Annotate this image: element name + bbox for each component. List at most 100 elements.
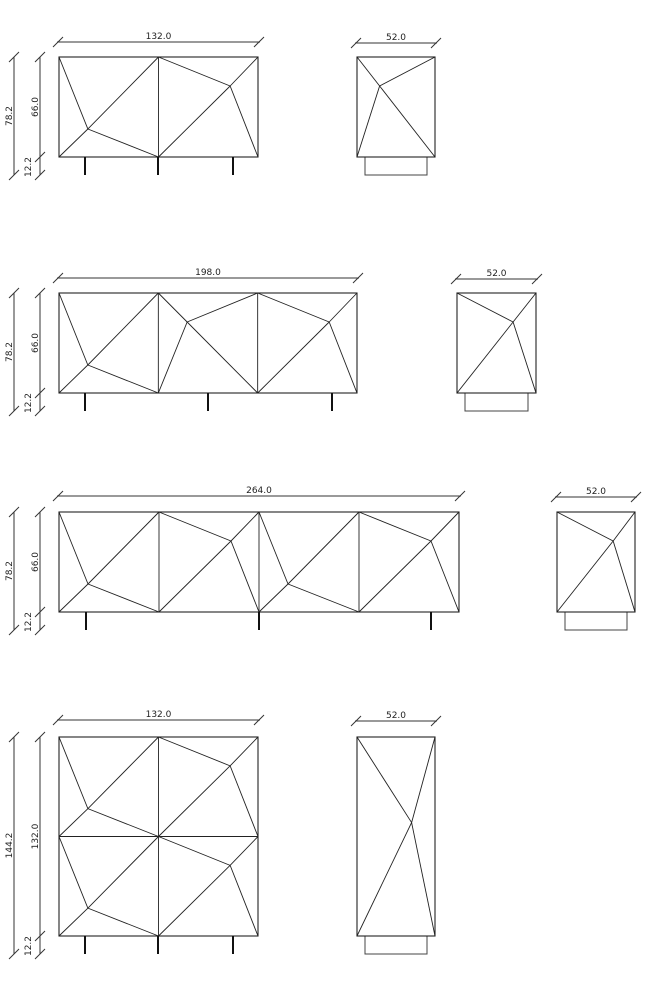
side-facet-line [411,822,436,937]
dimension-label: 78.2 [5,561,15,581]
door-facet-line [158,736,231,767]
door-facet-line [87,907,159,937]
dimension-tick [253,714,265,726]
door-facet-line [258,583,289,613]
dimension-label: 52.0 [386,33,406,43]
dimension-label: 66.0 [31,552,41,572]
side-view-base [364,935,428,955]
dimension-tick [34,506,46,518]
dimension-tick [8,287,20,299]
door-facet-line [229,836,259,866]
door-facet-line [229,865,259,937]
side-facet-line [356,85,381,158]
side-view-base [564,611,628,631]
door-facet-line [186,292,258,323]
dimension-tick [34,387,46,399]
dimension-tick [34,405,46,417]
side-facet-line [379,85,436,158]
dimension-tick [34,930,46,942]
dimension-tick [350,37,362,49]
dimension-tick [34,169,46,181]
dimension-tick [52,714,64,726]
dimension-tick [253,36,265,48]
door-facet-line [158,765,231,837]
dimension-tick [8,506,20,518]
dimension-tick [531,273,543,285]
dimension-label: 78.2 [5,342,15,362]
dimension-tick [352,272,364,284]
dimension-label: 12.2 [24,612,34,632]
dimension-label: 198.0 [195,268,221,278]
dimension-tick [350,715,362,727]
door-facet-line [358,511,432,542]
dimension-tick [52,490,64,502]
door-facet-line [87,583,160,613]
dimension-tick [454,490,466,502]
dimension-label: 66.0 [31,333,41,353]
door-facet-line [58,292,89,366]
side-facet-line [512,321,537,394]
dimension-label: 12.2 [24,157,34,177]
door-facet-line [158,85,231,158]
door-facet-line [229,56,259,87]
dimension-label: 12.2 [24,936,34,956]
side-facet-line [556,511,614,542]
dimension-tick [550,491,562,503]
door-facet-line [158,292,188,323]
door-facet-line [229,736,259,767]
door-facet-line [230,511,260,542]
dimension-tick [34,731,46,743]
door-facet-line [229,765,259,837]
side-view-body [356,736,436,937]
side-facet-line [379,56,436,87]
door-facet-line [87,364,159,394]
side-facet-line [556,540,614,613]
dimension-tick [430,37,442,49]
dimension-label: 132.0 [31,823,41,849]
door-facet-line [229,85,259,158]
dimension-tick [630,491,642,503]
side-facet-line [411,736,436,823]
dimension-tick [8,624,20,636]
door-facet-line [328,321,358,394]
door-facet-line [158,540,232,613]
dimension-tick [34,287,46,299]
dimension-tick [34,948,46,960]
door-facet-line [58,808,89,837]
door-facet-line [158,836,231,866]
dimension-tick [450,273,462,285]
door-facet-line [358,540,432,613]
dimension-label: 264.0 [246,486,272,496]
door-facet-line [58,364,89,394]
dimension-tick [430,715,442,727]
dimension-tick [52,272,64,284]
dimension-tick [8,731,20,743]
door-facet-line [186,321,258,394]
dimension-tick [34,51,46,63]
dimension-tick [34,624,46,636]
door-facet-line [87,808,159,837]
dimension-label: 144.2 [5,833,15,859]
side-facet-line [612,511,636,542]
side-facet-line [612,540,636,613]
door-facet-line [58,56,89,130]
door-facet-line [287,511,360,585]
door-facet-line [58,736,89,809]
dimension-tick [52,36,64,48]
dimension-tick [8,948,20,960]
door-facet-line [58,511,89,585]
door-facet-line [58,907,89,937]
door-facet-line [87,128,159,158]
dimension-label: 12.2 [24,393,34,413]
side-facet-line [456,292,514,323]
side-facet-line [356,736,412,823]
side-facet-line [356,56,380,87]
door-facet-line [230,540,260,613]
door-facet-line [158,511,232,542]
side-facet-line [356,822,413,937]
door-facet-line [328,292,358,323]
